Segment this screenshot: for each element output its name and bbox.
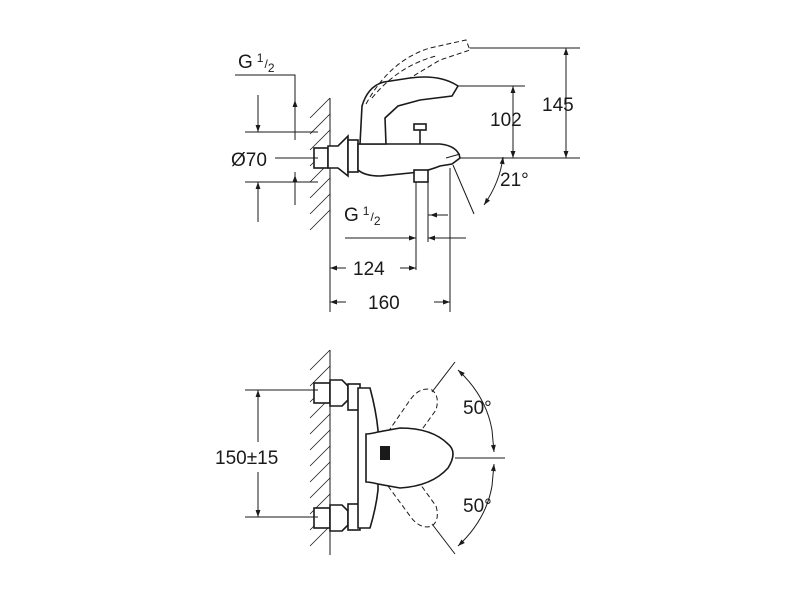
front-view: 150±15 50° 50° — [215, 349, 505, 555]
height-102-label: 102 — [490, 110, 522, 131]
height-dimensions: 102 145 — [458, 47, 580, 159]
width-dimensions: 124 160 — [329, 168, 451, 314]
diameter-dimension: Ø70 — [231, 95, 318, 222]
diameter-label: Ø70 — [231, 150, 267, 171]
angle-dimension: 21° — [452, 156, 529, 215]
spacing-label: 150±15 — [215, 448, 278, 469]
height-145-label: 145 — [542, 95, 574, 116]
faucet-side — [313, 39, 471, 183]
angle-down-label: 50° — [463, 496, 492, 517]
width-160-label: 160 — [368, 293, 400, 314]
angle-21-label: 21° — [500, 170, 529, 191]
spacing-dimension: 150±15 — [215, 389, 318, 518]
angle-up-label: 50° — [463, 398, 492, 419]
rotation-dimensions: 50° 50° — [431, 361, 496, 555]
faucet-front — [313, 379, 505, 532]
width-124-label: 124 — [353, 259, 385, 280]
